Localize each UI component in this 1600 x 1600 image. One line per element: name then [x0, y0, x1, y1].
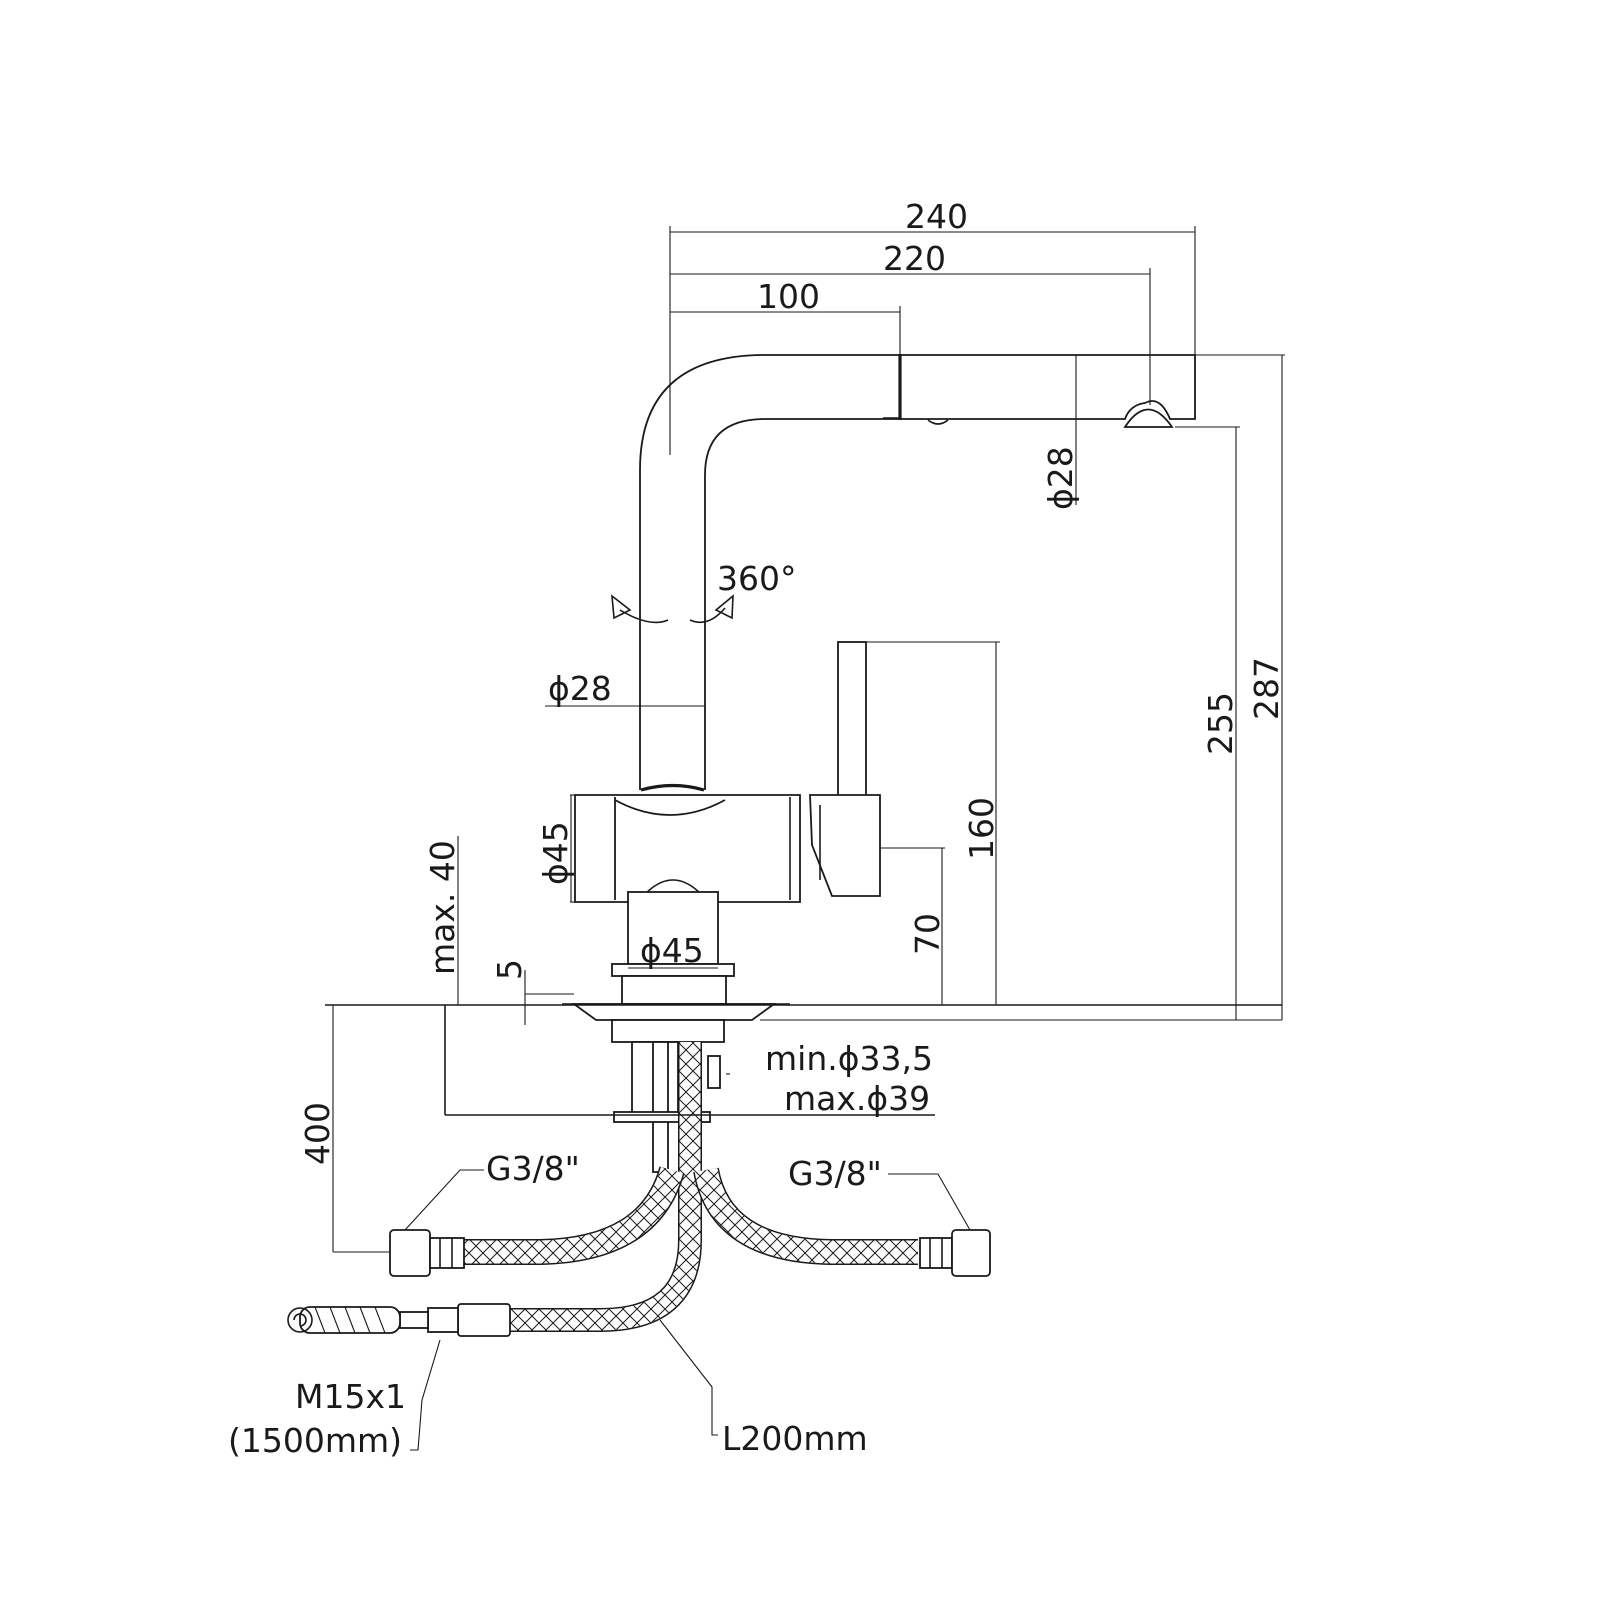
- pullout-fitting: [287, 1303, 511, 1337]
- dim-max-40: max. 40: [423, 840, 462, 975]
- dimension-labels: 240 220 100 ϕ28 360° ϕ28 160 70 287 255 …: [228, 197, 1286, 1460]
- dim-287: 287: [1247, 657, 1286, 720]
- dim-160: 160: [962, 797, 1001, 860]
- label-left-connection: G3/8": [486, 1149, 580, 1188]
- mixer-body: [574, 794, 801, 903]
- dim-body-diameter: ϕ45: [536, 821, 575, 885]
- dimension-lines: [332, 226, 1285, 1451]
- hoses: [287, 1042, 991, 1337]
- dim-70: 70: [908, 913, 947, 955]
- dim-max-hole: max.ϕ39: [784, 1079, 930, 1118]
- dim-spout-diameter: ϕ28: [1041, 446, 1080, 510]
- dim-base-diameter: ϕ45: [640, 931, 704, 970]
- left-fitting: [389, 1229, 465, 1277]
- dim-220: 220: [883, 239, 946, 278]
- faucet-outline: [562, 354, 1196, 1173]
- label-pullout-length: (1500mm): [228, 1421, 402, 1460]
- lever-handle: [837, 641, 867, 801]
- dim-5: 5: [490, 959, 529, 980]
- base-flange: [571, 1003, 777, 1021]
- label-right-connection: G3/8": [788, 1154, 882, 1193]
- deck-lines: [325, 1004, 1282, 1116]
- label-inner-hose: L200mm: [722, 1419, 868, 1458]
- dim-400: 400: [298, 1102, 337, 1165]
- lever-block: [809, 794, 881, 897]
- dim-column-diameter: ϕ28: [548, 669, 612, 708]
- right-fitting: [919, 1229, 991, 1277]
- dim-255: 255: [1201, 692, 1240, 755]
- dim-min-hole: min.ϕ33,5: [765, 1039, 933, 1078]
- dim-240: 240: [905, 197, 968, 236]
- dim-100: 100: [757, 277, 820, 316]
- label-pullout-thread: M15x1: [295, 1377, 406, 1416]
- dim-swivel: 360°: [717, 559, 797, 598]
